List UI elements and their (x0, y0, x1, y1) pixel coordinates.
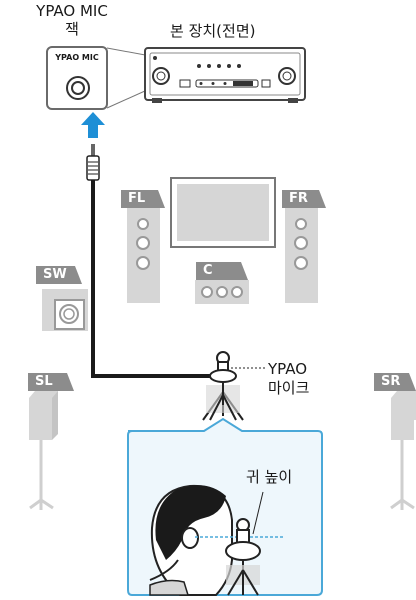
speaker-fr-icon (285, 205, 318, 303)
mic-cable (91, 180, 216, 378)
speaker-tag-sw: SW (36, 266, 82, 284)
jack-label: YPAO MIC 잭 (6, 2, 138, 38)
speaker-tag-fr: FR (282, 190, 326, 208)
mic-plug-icon (86, 144, 100, 181)
speaker-tag-sr: SR (374, 373, 416, 391)
inset-microphone-icon (225, 518, 261, 596)
speaker-tag-c: C (196, 262, 248, 280)
speaker-fl-icon (127, 205, 160, 303)
ypao-microphone-icon (202, 351, 266, 421)
speaker-tag-fl: FL (121, 190, 165, 208)
speaker-sw-icon (42, 289, 88, 331)
ypao-mic-label-line2: 마이크 (268, 379, 310, 397)
ypao-mic-jack-panel (46, 46, 108, 110)
listener-head-icon (149, 484, 233, 596)
front-panel-label: 본 장치(전면) (170, 22, 256, 40)
speaker-tag-sl: SL (28, 373, 74, 391)
ear-height-label: 귀 높이 (246, 468, 293, 486)
speaker-sl-icon (29, 391, 58, 510)
tv-screen-icon (170, 177, 276, 248)
ear-height-pointer (252, 491, 264, 535)
jack-label-line2: 잭 (65, 20, 79, 38)
ypao-mic-label: YPAO 마이크 (268, 360, 309, 398)
ypao-mic-label-line1: YPAO (268, 360, 308, 378)
jack-label-line1: YPAO MIC (36, 2, 108, 20)
panel-mic-text: YPAO MIC (55, 53, 99, 62)
speaker-sr-icon (390, 391, 416, 510)
plug-in-arrow (81, 112, 105, 138)
speaker-c-icon (195, 280, 249, 304)
av-receiver-icon (144, 47, 306, 103)
